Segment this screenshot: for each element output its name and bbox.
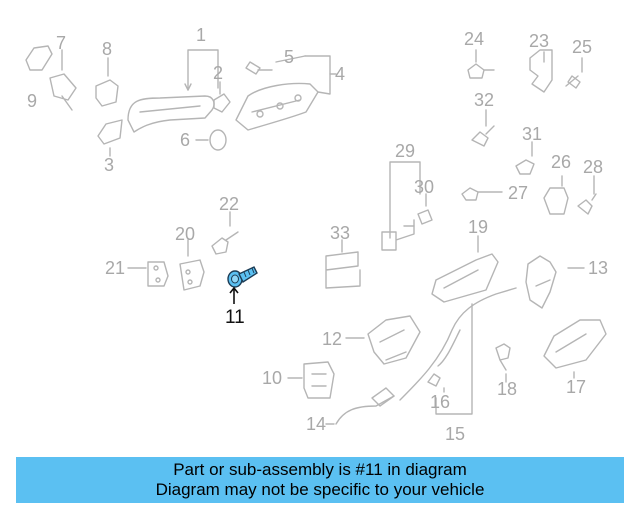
label-10: 10 [262, 368, 283, 388]
highlighted-bolt-11 [227, 266, 258, 288]
label-12: 12 [322, 329, 343, 349]
label-26: 26 [551, 152, 572, 172]
label-32: 32 [474, 90, 495, 110]
label-17: 17 [566, 377, 587, 397]
label-21: 21 [105, 258, 126, 278]
label-14: 14 [306, 414, 327, 434]
label-24: 24 [464, 29, 485, 49]
part-info-banner: Part or sub-assembly is #11 in diagram D… [16, 457, 624, 503]
label-19: 19 [468, 217, 489, 237]
label-8: 8 [102, 39, 113, 59]
label-9: 9 [27, 91, 38, 111]
label-25: 25 [572, 37, 593, 57]
label-29: 29 [395, 141, 416, 161]
label-3: 3 [104, 155, 115, 175]
label-7: 7 [56, 33, 67, 53]
banner-line-1: Part or sub-assembly is #11 in diagram [173, 460, 467, 479]
label-28: 28 [583, 157, 604, 177]
parts-line-art [25, 45, 607, 425]
label-1: 1 [196, 25, 207, 45]
banner-line-2: Diagram may not be specific to your vehi… [155, 480, 485, 499]
part-11-arrow [229, 286, 239, 304]
label-30: 30 [414, 177, 435, 197]
label-6: 6 [180, 130, 191, 150]
label-33: 33 [330, 223, 351, 243]
label-27: 27 [508, 183, 529, 203]
label-16: 16 [430, 392, 451, 412]
label-22: 22 [219, 194, 240, 214]
label-23: 23 [529, 31, 550, 51]
label-15: 15 [445, 424, 466, 444]
label-2: 2 [213, 63, 224, 83]
label-11: 11 [225, 307, 245, 328]
label-20: 20 [175, 224, 196, 244]
label-31: 31 [522, 124, 543, 144]
label-5: 5 [284, 47, 295, 67]
label-18: 18 [497, 379, 518, 399]
label-13: 13 [588, 258, 609, 278]
label-4: 4 [335, 64, 346, 84]
parts-diagram: 1 2 3 4 5 6 7 8 9 10 11 12 13 14 15 16 1… [25, 25, 609, 444]
